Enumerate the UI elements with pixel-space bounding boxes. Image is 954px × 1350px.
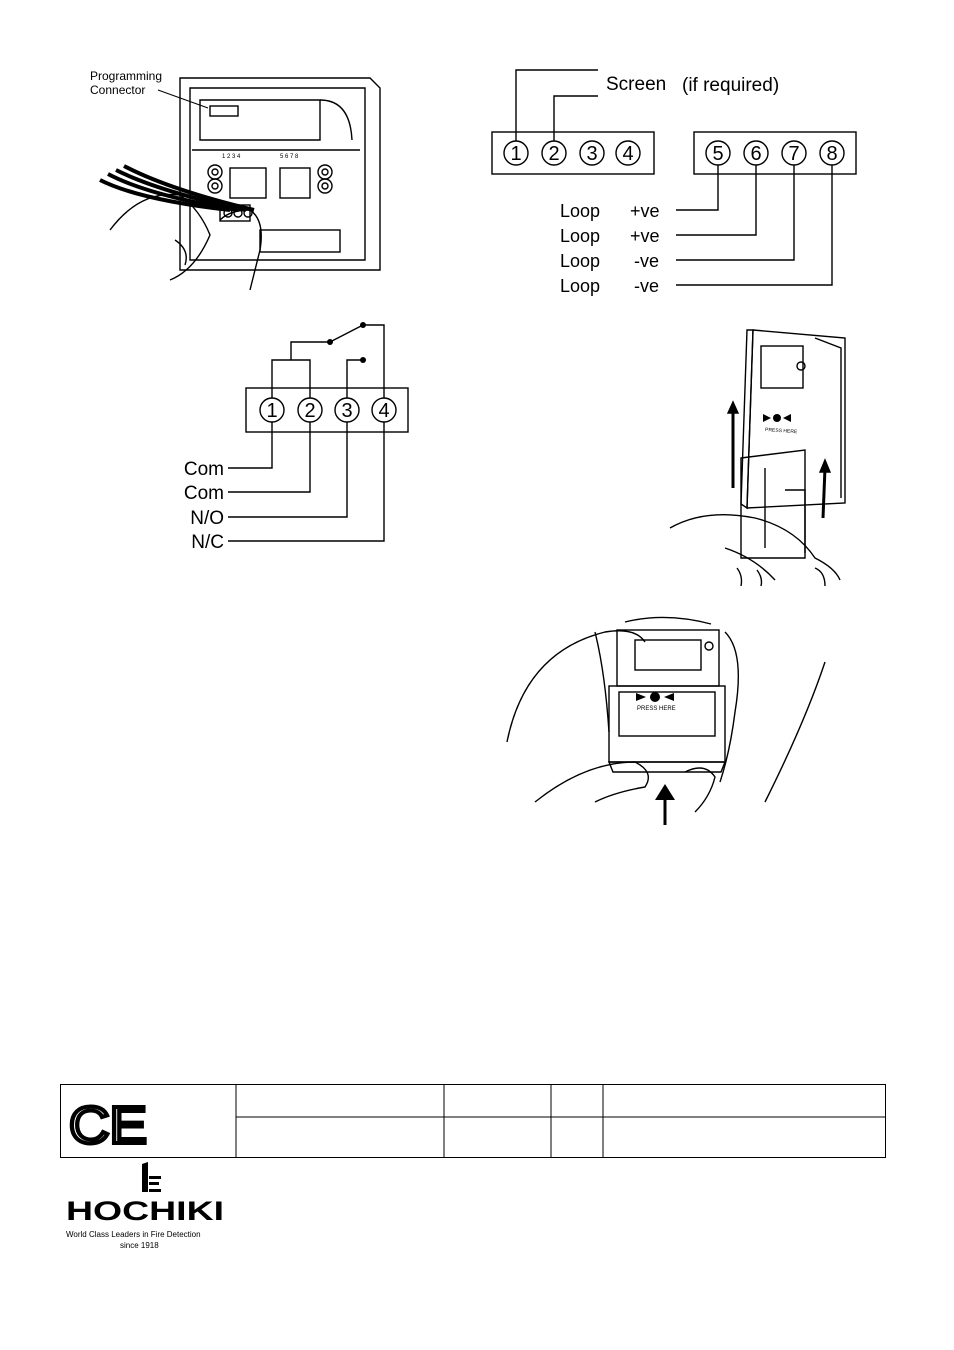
fig3-label-nc: N/C xyxy=(191,532,224,553)
brand-wordmark: HOCHIKI xyxy=(66,1196,224,1226)
fig3-terminal-3: 3 xyxy=(341,400,352,422)
fig1-callout-line2: Connector xyxy=(90,83,145,97)
fig2-terminal-6: 6 xyxy=(750,143,761,165)
fig2-terminal-1: 1 xyxy=(510,143,521,165)
fig2-loop-pol-3: -ve xyxy=(634,251,659,271)
fig2-terminal-5: 5 xyxy=(712,143,723,165)
fig2-screen-note: (if required) xyxy=(682,75,779,96)
fig2-loop-pol-4: -ve xyxy=(634,276,659,296)
brand-tagline-2: since 1918 xyxy=(120,1241,159,1250)
fig2-loop-label-1: Loop xyxy=(560,201,600,221)
ce-mark-icon: CE xyxy=(69,1097,149,1149)
fig3-terminal-4: 4 xyxy=(378,400,389,422)
fig2-terminal-3: 3 xyxy=(586,143,597,165)
fig3-terminal-2: 2 xyxy=(304,400,315,422)
fig2-loop-label-2: Loop xyxy=(560,226,600,246)
push-up-illustration: PRESS HERE xyxy=(506,616,826,825)
footer-table: CE xyxy=(60,1084,886,1158)
fig2-screen-label: Screen xyxy=(606,74,666,95)
fig2-terminal-2: 2 xyxy=(548,143,559,165)
hochiki-logo: HOCHIKI World Class Leaders in Fire Dete… xyxy=(64,1162,228,1262)
wiring-base-illustration: Programming Connector 1 2 3 4 5 6 7 8 xyxy=(90,69,381,291)
fig2-loop-label-3: Loop xyxy=(560,251,600,271)
fig2-terminal-4: 4 xyxy=(622,143,633,165)
fig1-terminal-print-right: 5 6 7 8 xyxy=(280,154,299,160)
fig5-press-label: PRESS HERE xyxy=(637,706,676,712)
fig2-loop-pol-1: +ve xyxy=(630,201,660,221)
fig3-label-no: N/O xyxy=(190,508,224,529)
slide-on-illustration: PRESS HERE xyxy=(669,329,846,587)
fig2-loop-label-4: Loop xyxy=(560,276,600,296)
relay-contacts-diagram: 1 2 3 4 Com Com N/O N/C xyxy=(184,322,409,553)
fig1-callout-line1: Programming xyxy=(90,69,162,83)
fig3-label-com-1: Com xyxy=(184,459,224,480)
fig3-label-com-2: Com xyxy=(184,483,224,504)
fig2-terminal-8: 8 xyxy=(826,143,837,165)
fig2-loop-pol-2: +ve xyxy=(630,226,660,246)
loop-terminal-diagram: 1 2 3 4 5 6 7 8 Screen (if required) Loo… xyxy=(491,69,857,296)
fig2-terminal-7: 7 xyxy=(788,143,799,165)
brand-tagline-1: World Class Leaders in Fire Detection xyxy=(66,1230,201,1239)
fig3-terminal-1: 1 xyxy=(266,400,277,422)
fig4-press-label: PRESS HERE xyxy=(765,427,798,435)
fig1-terminal-print-left: 1 2 3 4 xyxy=(222,154,241,160)
ce-mark-text: CE xyxy=(69,1097,147,1149)
